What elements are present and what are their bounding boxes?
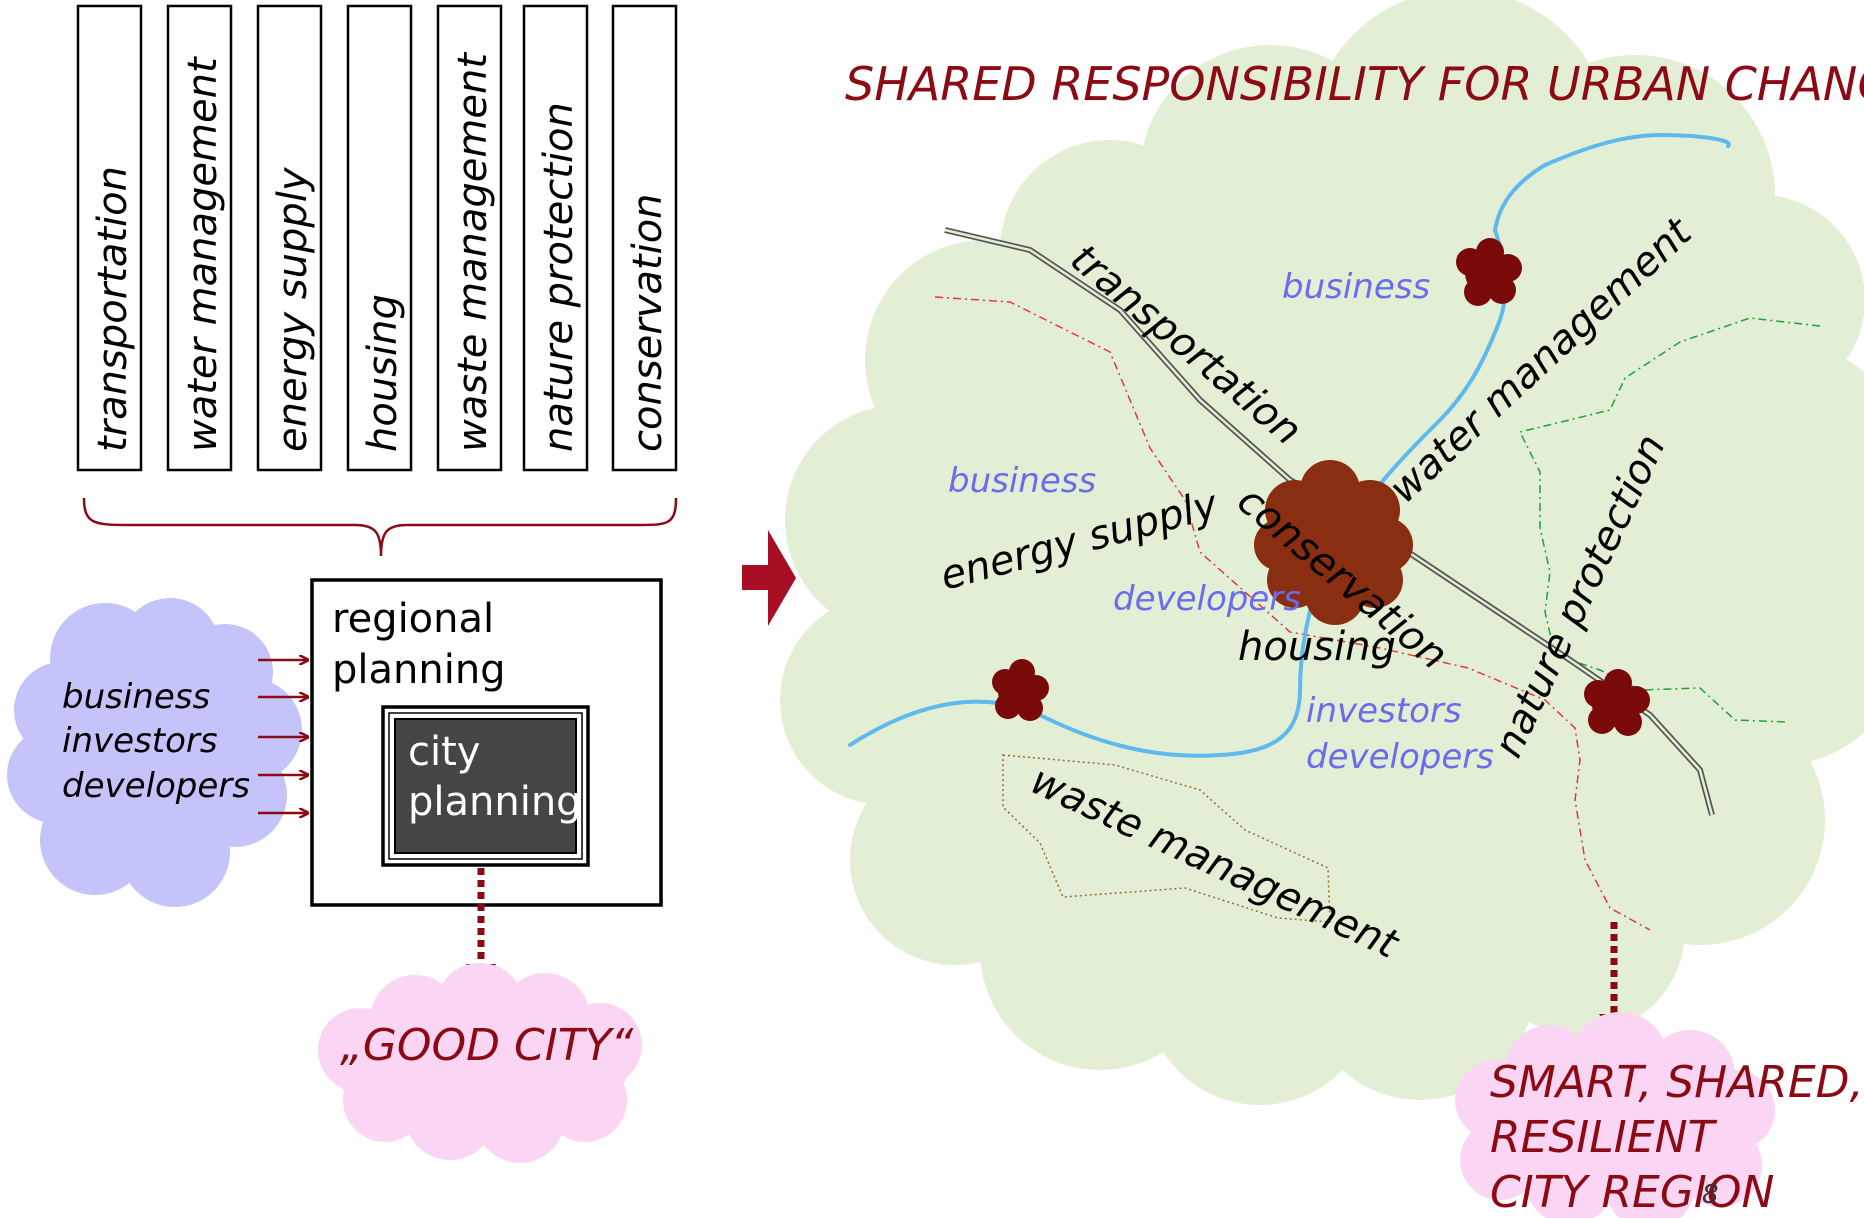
transition-arrow — [742, 530, 796, 626]
city-east — [1584, 669, 1650, 736]
grouping-brace — [82, 497, 678, 557]
sector-column: conservation — [611, 4, 678, 472]
sector-column: transportation — [76, 4, 143, 472]
sector-label: transportation — [90, 166, 136, 452]
waste-area-outline — [1002, 754, 1331, 923]
stakeholder-investors: investors — [62, 721, 218, 761]
stakeholder-business: business — [62, 677, 210, 717]
smart-region-cloud — [1455, 1012, 1775, 1218]
sector-columns: transportation water management energy s… — [76, 4, 678, 472]
page-number: 8 — [1702, 1180, 1719, 1210]
actor-label-business-top: business — [1282, 267, 1430, 307]
sector-column: nature protection — [522, 4, 589, 472]
city-west — [992, 659, 1049, 721]
sector-column: waste management — [436, 4, 503, 472]
stakeholder-cloud: business investors developers — [7, 598, 302, 907]
smart-region-line1: SMART, SHARED, — [1490, 1057, 1864, 1108]
sector-column: water management — [166, 4, 233, 472]
red-boundary — [934, 296, 1651, 931]
sector-label: energy supply — [270, 166, 316, 452]
city-planning-line2: planning — [408, 779, 582, 825]
sector-label: nature protection — [536, 102, 582, 452]
actor-label-business-left: business — [948, 461, 1096, 501]
good-city-label: „GOOD CITY“ — [340, 1020, 634, 1071]
river — [848, 132, 1731, 758]
influence-arrows — [258, 660, 308, 813]
smart-region-line2: RESILIENT — [1490, 1112, 1717, 1163]
city-north — [1456, 238, 1522, 306]
city-planning-line1: city — [408, 729, 480, 775]
right-title: SHARED RESPONSIBILITY FOR URBAN CHANGE — [845, 57, 1864, 111]
green-boundary — [1518, 317, 1821, 723]
sector-label: housing — [360, 294, 406, 452]
sector-label: water management — [180, 56, 226, 452]
sector-column: energy supply — [256, 4, 323, 472]
smart-region-line3: CITY REGION — [1490, 1167, 1774, 1218]
region-cloud — [780, 0, 1864, 1105]
sector-label: waste management — [450, 52, 496, 452]
regional-planning-line2: planning — [332, 647, 506, 693]
sector-label: conservation — [625, 193, 671, 452]
stakeholder-developers: developers — [62, 766, 250, 806]
actor-label-developers-center: developers — [1113, 579, 1301, 619]
actor-label-developers-bottom: developers — [1306, 737, 1494, 777]
sector-column: housing — [346, 4, 413, 472]
regional-planning-line1: regional — [332, 596, 494, 642]
actor-label-investors: investors — [1306, 691, 1462, 731]
city-clusters — [992, 238, 1650, 736]
city-planning-box: city planning — [381, 705, 590, 867]
map-label-housing: housing — [1238, 624, 1396, 670]
good-city-cloud: „GOOD CITY“ — [318, 963, 642, 1163]
city-core — [1254, 460, 1413, 625]
